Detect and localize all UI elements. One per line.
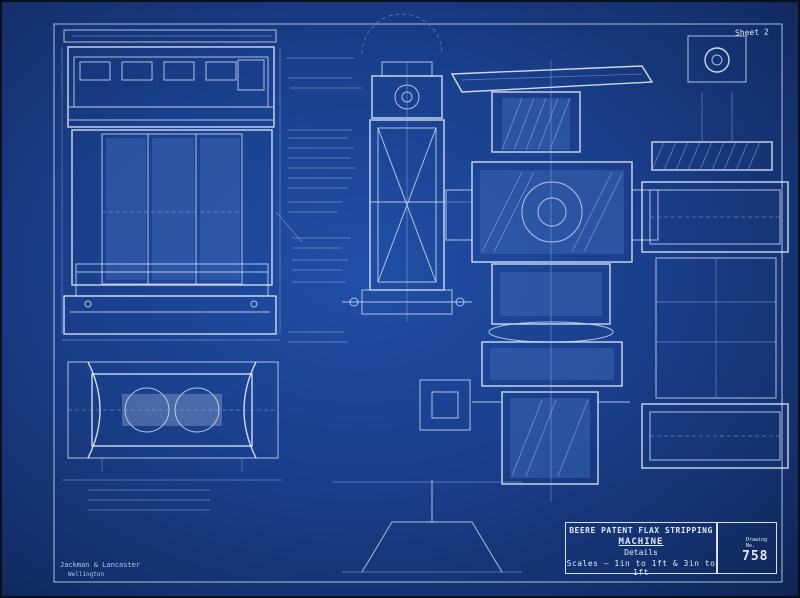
- notes-column: [286, 57, 362, 343]
- central-section: [332, 60, 659, 573]
- right-details: [641, 35, 789, 469]
- maker-name: Jackman & Lancaster: [60, 561, 141, 569]
- title-line-1: BEERE PATENT FLAX STRIPPING: [569, 526, 713, 535]
- title-block: BEERE PATENT FLAX STRIPPING MACHINE Deta…: [565, 522, 717, 577]
- drawing-number: 758: [742, 549, 769, 564]
- side-elevation: [342, 13, 472, 322]
- title-line-4: Scales — 1in to 1ft & 3in to 1ft: [566, 559, 716, 577]
- plan-view: [62, 361, 282, 511]
- title-line-3: Details: [624, 548, 658, 557]
- sheet-border: [53, 23, 783, 583]
- front-elevation: [61, 29, 281, 341]
- sheet-label: Sheet 2: [734, 27, 769, 38]
- maker-place: Wellington: [68, 571, 105, 578]
- title-line-2: MACHINE: [618, 537, 664, 547]
- maker-stamp: Jackman & Lancaster Wellington: [60, 560, 140, 580]
- drawing-number-label: Drawing No.: [746, 537, 768, 549]
- drawing-number-box: Drawing No. 758: [717, 522, 777, 574]
